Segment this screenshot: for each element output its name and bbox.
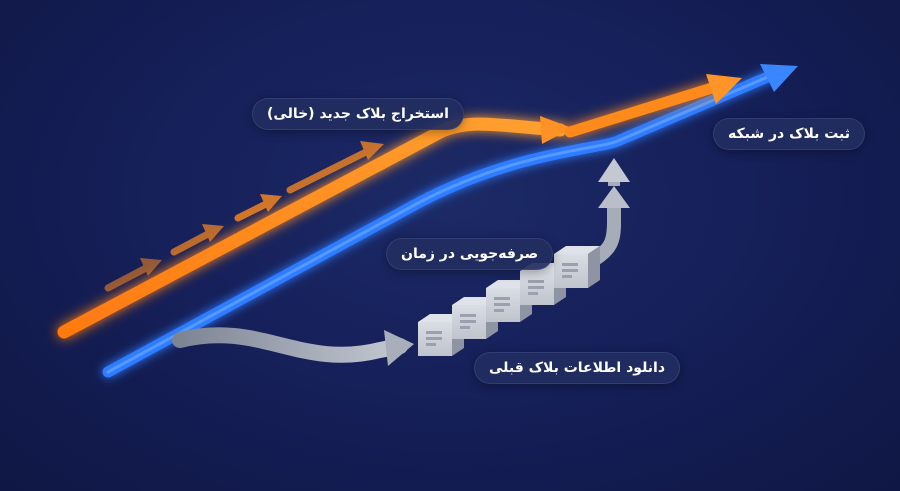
gray-arrowhead-1 [384,330,414,366]
block-data-line [494,303,510,306]
gray-arrowhead-2 [598,186,630,208]
block-data-line [528,280,544,283]
block-data-line [562,263,578,266]
blue-arrowhead [760,64,798,92]
orange-path [57,74,742,339]
block-data-line [494,297,510,300]
label-mine-empty-block: استخراج بلاک جدید (خالی) [252,98,464,130]
label-time-saving: صرفه‌جویی در زمان [386,238,554,270]
block-data-line [460,314,476,317]
block-cube [554,246,600,288]
block-data-line [528,292,538,295]
block-data-line [528,286,544,289]
label-register-in-network: ثبت بلاک در شبکه [713,118,865,150]
orange-arrowhead-2 [706,74,742,104]
block-data-line [426,343,436,346]
motion-arrow-2 [170,224,224,256]
block-data-line [426,331,442,334]
block-data-line [494,309,504,312]
motion-arrow-4 [286,141,384,194]
block-data-line [562,275,572,278]
motion-arrow-1 [104,258,162,292]
block-data-line [426,337,442,340]
motion-arrows [104,141,384,292]
block-data-line [460,320,476,323]
gray-arrowhead-3 [598,158,630,182]
block-data-line [562,269,578,272]
orange-arrowhead-1 [540,116,572,144]
block-data-line [460,326,470,329]
blue-path [102,64,798,378]
blocks-chain [418,246,600,356]
motion-arrow-3 [234,194,282,222]
label-download-previous-block: دانلود اطلاعات بلاک قبلی [474,352,681,384]
